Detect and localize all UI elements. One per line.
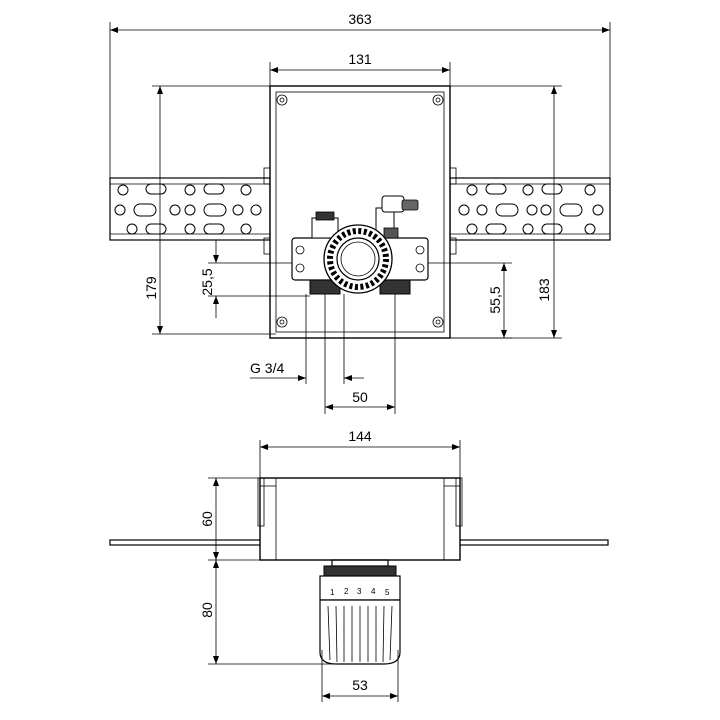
dim-label-60: 60 [199,511,215,527]
dimension-thread: G 3/4 [250,294,364,384]
dim-label-183: 183 [536,278,552,302]
dim-label-55-5: 55,5 [487,286,503,313]
dim-label-50: 50 [352,389,368,405]
dim-label-131: 131 [348,51,372,67]
bracket-holes-left [114,183,262,235]
side-box [257,477,463,561]
side-view: 1 2 3 4 5 144 60 80 [109,428,609,702]
dimension-overall-width: 363 [109,11,611,178]
left-mounting-bracket [109,177,271,241]
dimension-knob-diameter: 53 [321,650,399,702]
dim-label-179: 179 [143,276,159,300]
scale-mark-4: 4 [371,587,376,596]
dim-label-363: 363 [348,11,372,27]
valve-assembly [291,195,429,295]
scale-mark-5: 5 [385,588,390,597]
installation-box [263,85,457,339]
dim-label-80: 80 [199,602,215,618]
dimension-upper-offset: 25,5 [199,240,310,318]
scale-mark-2: 2 [344,587,349,596]
dimension-lower-offset: 55,5 [428,262,512,339]
dimension-connection-spacing: 50 [324,294,396,414]
dim-label-144: 144 [348,428,372,444]
dim-label-thread: G 3/4 [250,360,284,376]
scale-mark-3: 3 [357,587,362,596]
knob-ribs [327,605,393,663]
thermostat-head: 1 2 3 4 5 [319,559,401,665]
scale-mark-1: 1 [330,588,335,597]
dimension-right-height: 183 [444,85,562,339]
dimension-box-depth: 60 [199,477,332,561]
corner-screw-icon [276,94,444,328]
dim-label-25-5: 25,5 [199,268,215,295]
bracket-holes-right [458,183,604,235]
dim-label-53: 53 [352,677,368,693]
dimension-box-width: 131 [269,51,451,86]
dimension-left-height: 179 [143,85,276,335]
right-mounting-bracket [449,177,611,241]
front-view: 363 131 179 183 25,5 [109,11,611,414]
dimension-knob-height: 80 [199,560,336,665]
dimension-side-width: 144 [259,428,461,478]
